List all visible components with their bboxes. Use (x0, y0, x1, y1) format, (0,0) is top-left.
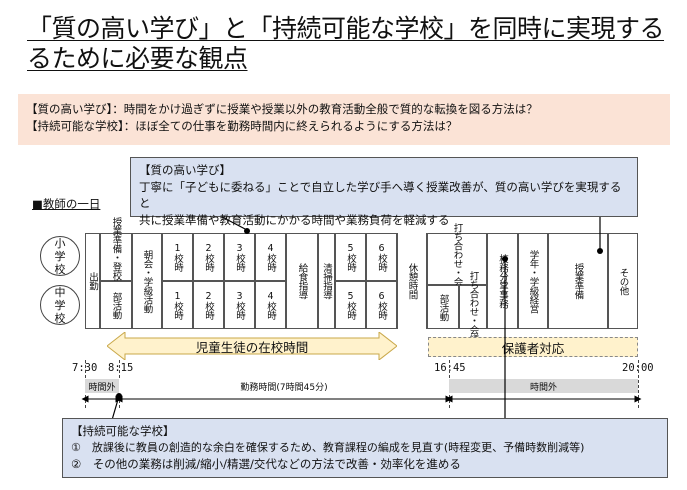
schedule-morning: 朝会・学級活動 (132, 233, 162, 329)
schedule-period6-jh: 6校時 (366, 281, 397, 329)
page-title: 「質の高い学び」と「持続可能な学校」を同時に実現する るために必要な観点 (27, 14, 667, 74)
callout-line-2: ② その他の業務は削減/縮小/精選/交代などの方法で改善・効率化を進める (71, 457, 461, 471)
title-line-2: るために必要な観点 (27, 44, 248, 73)
schedule-meeting-bottom-right: 打ち合わせ・会議 (459, 271, 487, 343)
schedule-other: その他 (608, 233, 638, 329)
schedule-period5-es: 5校時 (335, 233, 366, 281)
schedule-period1-es: 1校時 (162, 233, 193, 281)
section-label: ■教師の一日 (32, 197, 101, 211)
callout-heading: 【質の高い学び】 (139, 163, 231, 177)
schedule-pre-bottom: 部活動 (100, 281, 132, 329)
schedule-arrive: 出勤 (85, 233, 100, 329)
guardian-response-band: 保護者対応 (428, 337, 638, 357)
student-time-label: 児童生徒の在校時間 (195, 339, 309, 355)
schedule-period3-es: 3校時 (224, 233, 255, 281)
junior-high-school-badge: 中学校 (40, 285, 80, 325)
callout-line-1: ① 放課後に教員の創造的な余白を確保するため、教育課程の編成を見直す(時程変更、… (71, 440, 585, 454)
schedule-cleaning: 清掃指導 (318, 233, 335, 329)
student-time-arrow (107, 332, 397, 360)
schedule-period3-jh: 3校時 (224, 281, 255, 329)
callout-line-2: 共に授業準備や教育活動にかかる時間や業務負荷を軽減する (139, 212, 450, 227)
off-hours-after-bar: 時間外 (449, 379, 638, 393)
intro-line-1: 【質の高い学び】：時間をかけ過ぎずに授業や授業以外の教育活動全般で質的な転換を図… (26, 102, 538, 116)
schedule-period2-jh: 2校時 (193, 281, 224, 329)
schedule-period4-jh: 4校時 (255, 281, 286, 329)
elementary-school-badge: 小学校 (40, 236, 80, 276)
title-line-1: 「質の高い学び」と「持続可能な学校」を同時に実現する (27, 14, 665, 43)
schedule-prep: 授業準備 (548, 233, 608, 329)
callout-line-1: 丁寧に「子どもに委ねる」ことで自立した学び手へ導く授業改善が、質の高い学びを実現… (139, 179, 622, 211)
time-tick-2: 8:15 (108, 362, 134, 374)
schedule-break: 休憩時間 (397, 233, 427, 329)
time-line-4 (638, 360, 639, 408)
intro-line-2: 【持続可能な学校】：ほぼ全ての仕事を勤務時間内に終えられるようにする方法は？ (26, 119, 458, 133)
schedule-lunch: 給食指導 (286, 233, 318, 329)
off-hours-before-bar: 時間外 (85, 379, 119, 393)
schedule-period5-jh: 5校時 (335, 281, 366, 329)
schedule-period4-es: 4校時 (255, 233, 286, 281)
work-hours-bar: 勤務時間(7時間45分) (119, 379, 449, 393)
schedule-meeting-top: 打ち合わせ・会議 (427, 223, 487, 295)
schedule-meeting-bottom-left: 部活動 (427, 285, 459, 329)
callout-heading: 【持続可能な学校】 (71, 424, 175, 438)
time-tick-1: 7:30 (72, 362, 98, 374)
schedule-pre-top: 授業準備・登校指導 (100, 217, 132, 298)
intro-box: 【質の高い学び】：時間をかけ過ぎずに授業や授業以外の教育活動全般で質的な転換を図… (18, 94, 670, 145)
time-tick-4: 20:00 (622, 362, 654, 374)
schedule-period6-es: 6校時 (366, 233, 397, 281)
sustainable-school-callout: 【持続可能な学校】 ① 放課後に教員の創造的な余白を確保するため、教育課程の編成… (62, 418, 668, 478)
quality-learning-callout: 【質の高い学び】 丁寧に「子どもに委ねる」ことで自立した学び手へ導く授業改善が、… (130, 157, 638, 227)
schedule-period2-es: 2校時 (193, 233, 224, 281)
schedule-grade: 学年・学級経営 (518, 233, 548, 329)
schedule-division: 校務分掌事務 (487, 233, 518, 329)
schedule-period1-jh: 1校時 (162, 281, 193, 329)
